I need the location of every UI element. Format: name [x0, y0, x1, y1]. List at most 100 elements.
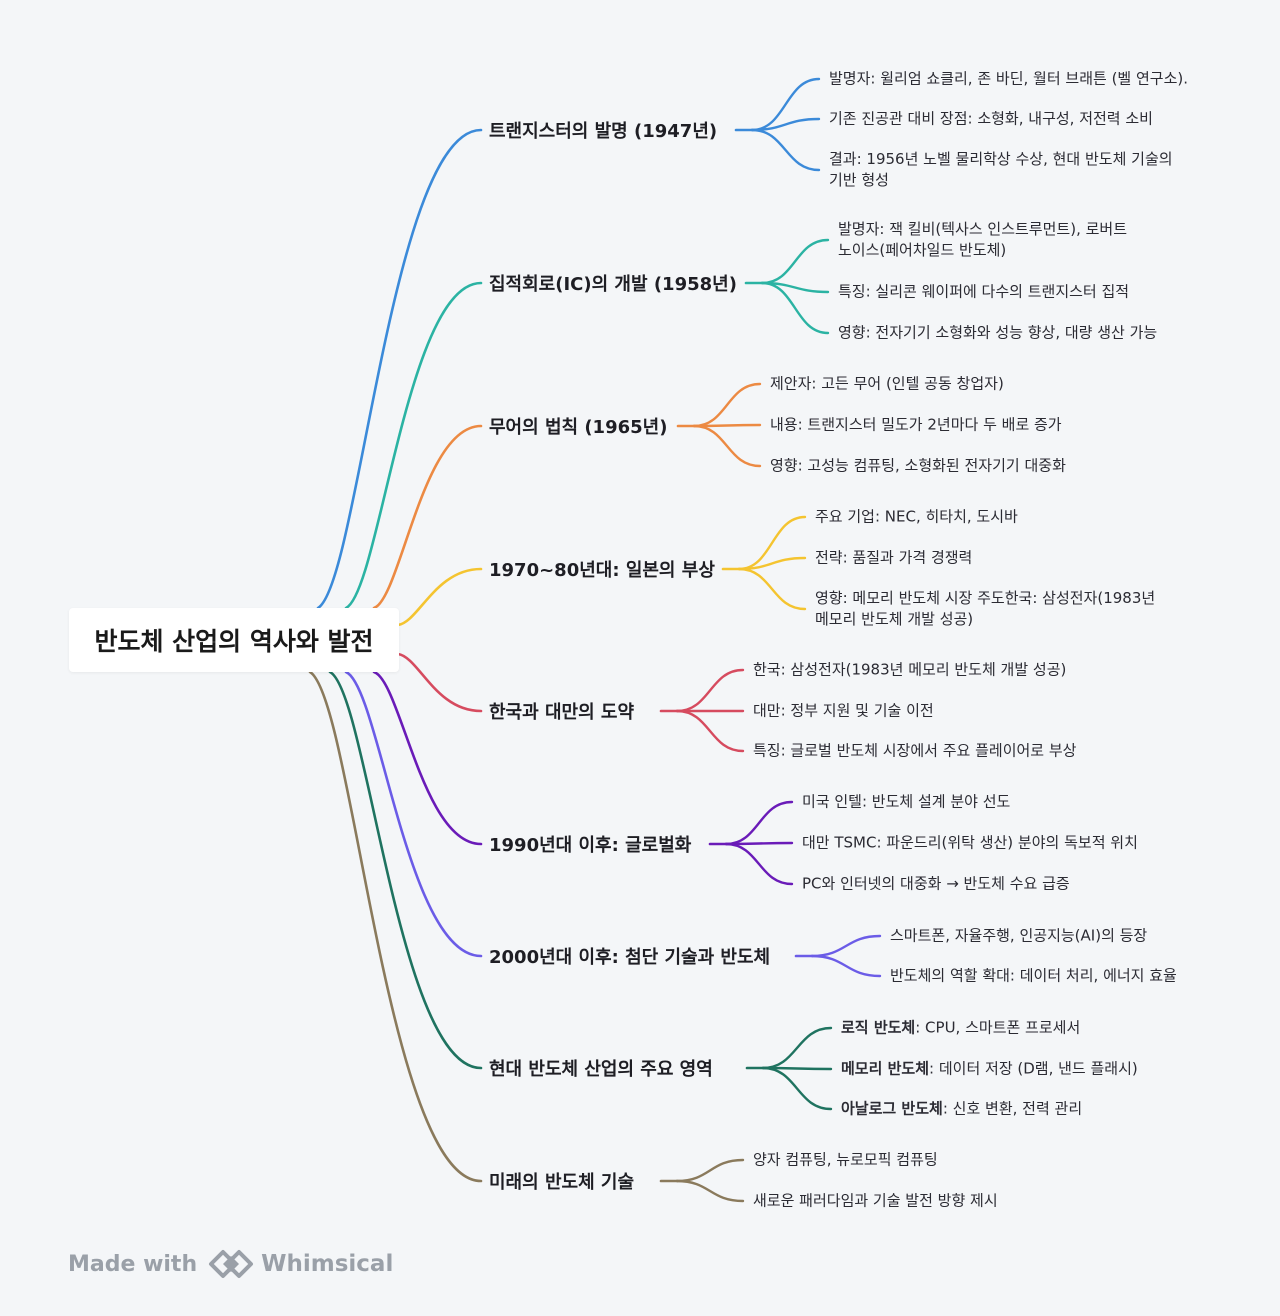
leaf-text: 반도체의 역할 확대: 데이터 처리, 에너지 효율	[890, 966, 1177, 985]
leaf-node[interactable]: 스마트폰, 자율주행, 인공지능(AI)의 등장	[890, 926, 1147, 947]
leaf-text: 특징: 실리콘 웨이퍼에 다수의 트랜지스터 집적	[838, 282, 1130, 301]
branch-label: 1970~80년대: 일본의 부상	[489, 560, 715, 581]
leaf-text: 양자 컴퓨팅, 뉴로모픽 컴퓨팅	[753, 1150, 938, 1169]
root-connector	[372, 424, 483, 610]
leaf-node[interactable]: 영향: 고성능 컴퓨팅, 소형화된 전자기기 대중화	[770, 456, 1066, 477]
leaf-text: : 데이터 저장 (D램, 낸드 플래시)	[929, 1059, 1138, 1078]
branch-label: 미래의 반도체 기술	[489, 1172, 635, 1193]
leaf-connector	[750, 117, 821, 132]
leaf-node[interactable]: 양자 컴퓨팅, 뉴로모픽 컴퓨팅	[753, 1150, 938, 1171]
leaf-text: 대만: 정부 지원 및 기술 이전	[753, 701, 934, 720]
branch-node[interactable]: 미래의 반도체 기술	[489, 1168, 634, 1194]
leaf-text: 기존 진공관 대비 장점: 소형화, 내구성, 저전력 소비	[829, 109, 1153, 128]
branch-node[interactable]: 2000년대 이후: 첨단 기술과 반도체	[489, 943, 770, 969]
leaf-node[interactable]: 발명자: 윌리엄 쇼클리, 존 바딘, 월터 브래튼 (벨 연구소).	[829, 69, 1188, 90]
leaf-connector	[760, 238, 830, 285]
leaf-text: : CPU, 스마트폰 프로세서	[915, 1018, 1081, 1037]
leaf-text-line2: 메모리 반도체 개발 성공)	[815, 610, 974, 628]
root-node[interactable]: 반도체 산업의 역사와 발전	[69, 608, 399, 672]
branch-node[interactable]: 현대 반도체 산업의 주요 영역	[489, 1055, 713, 1081]
leaf-connector	[692, 424, 762, 468]
leaf-node[interactable]: 기존 진공관 대비 장점: 소형화, 내구성, 저전력 소비	[829, 109, 1153, 130]
leaf-node[interactable]: 전략: 품질과 가격 경쟁력	[815, 548, 972, 569]
branch-node[interactable]: 1970~80년대: 일본의 부상	[489, 556, 715, 582]
leaf-text: 새로운 패러다임과 기술 발전 방향 제시	[753, 1191, 998, 1210]
root-connector	[344, 670, 483, 958]
leaf-connector	[810, 954, 882, 978]
leaf-node[interactable]: 미국 인텔: 반도체 설계 분야 선도	[802, 792, 1010, 813]
leaf-connector	[750, 128, 821, 172]
leaf-text: 특징: 글로벌 반도체 시장에서 주요 플레이어로 부상	[753, 741, 1077, 760]
root-connector	[372, 670, 483, 846]
leaf-node[interactable]: 로직 반도체: CPU, 스마트폰 프로세서	[841, 1018, 1080, 1039]
whimsical-logo-icon	[209, 1250, 254, 1278]
leaf-node[interactable]: 메모리 반도체: 데이터 저장 (D램, 낸드 플래시)	[841, 1059, 1138, 1080]
leaf-node[interactable]: 주요 기업: NEC, 히타치, 도시바	[815, 507, 1018, 528]
leaf-connector	[750, 77, 821, 132]
leaf-connector	[810, 934, 882, 958]
leaf-node[interactable]: 대만 TSMC: 파운드리(위탁 생산) 분야의 독보적 위치	[802, 833, 1138, 854]
leaf-connector	[724, 800, 794, 846]
leaf-text: 전략: 품질과 가격 경쟁력	[815, 548, 973, 567]
leaf-node[interactable]: 제안자: 고든 무어 (인텔 공동 창업자)	[770, 374, 1004, 395]
leaf-connector	[761, 1026, 833, 1070]
leaf-connector	[737, 556, 807, 571]
leaf-node[interactable]: 반도체의 역할 확대: 데이터 처리, 에너지 효율	[890, 966, 1177, 987]
leaf-connector	[692, 423, 762, 428]
leaf-text: 결과: 1956년 노벨 물리학상 수상, 현대 반도체 기술의	[829, 150, 1173, 168]
leaf-node[interactable]: 아날로그 반도체: 신호 변환, 전력 관리	[841, 1099, 1082, 1120]
leaf-text: 제안자: 고든 무어 (인텔 공동 창업자)	[770, 374, 1004, 393]
branch-node[interactable]: 트랜지스터의 발명 (1947년)	[489, 117, 717, 143]
leaf-node[interactable]: 한국: 삼성전자(1983년 메모리 반도체 개발 성공)	[753, 660, 1066, 681]
root-label: 반도체 산업의 역사와 발전	[94, 627, 374, 656]
leaf-connector	[737, 515, 807, 571]
leaf-text-line2: 기반 형성	[829, 171, 889, 189]
branch-node[interactable]: 집적회로(IC)의 개발 (1958년)	[489, 270, 737, 296]
leaf-text: 영향: 고성능 컴퓨팅, 소형화된 전자기기 대중화	[770, 456, 1066, 475]
leaf-node[interactable]: 새로운 패러다임과 기술 발전 방향 제시	[753, 1191, 998, 1212]
leaf-node[interactable]: 특징: 실리콘 웨이퍼에 다수의 트랜지스터 집적	[838, 282, 1129, 303]
leaf-text: 미국 인텔: 반도체 설계 분야 선도	[802, 792, 1011, 811]
leaf-text-line2: 노이스(페어차일드 반도체)	[838, 241, 1007, 259]
root-connector	[316, 128, 483, 610]
leaf-connector	[760, 281, 830, 335]
leaf-connector	[675, 668, 745, 713]
leaf-connector	[724, 842, 794, 886]
leaf-text: 영향: 전자기기 소형화와 성능 향상, 대량 생산 가능	[838, 323, 1158, 342]
leaf-node[interactable]: PC와 인터넷의 대중화 → 반도체 수요 급증	[802, 874, 1070, 895]
root-connector	[308, 670, 483, 1183]
leaf-node[interactable]: 특징: 글로벌 반도체 시장에서 주요 플레이어로 부상	[753, 741, 1076, 762]
branch-label: 트랜지스터의 발명 (1947년)	[489, 121, 718, 142]
branch-node[interactable]: 1990년대 이후: 글로벌화	[489, 831, 691, 857]
leaf-connector	[761, 1066, 833, 1111]
leaf-bold-term: 아날로그 반도체	[841, 1099, 943, 1118]
leaf-node[interactable]: 내용: 트랜지스터 밀도가 2년마다 두 배로 증가	[770, 415, 1062, 436]
branch-label: 1990년대 이후: 글로벌화	[489, 835, 692, 856]
branch-node[interactable]: 무어의 법칙 (1965년)	[489, 413, 667, 439]
leaf-connector	[675, 709, 745, 753]
leaf-connector	[737, 567, 807, 611]
leaf-connector	[675, 1179, 745, 1203]
leaf-text: PC와 인터넷의 대중화 → 반도체 수요 급증	[802, 874, 1070, 893]
leaf-text: 주요 기업: NEC, 히타치, 도시바	[815, 507, 1018, 526]
leaf-text: 영향: 메모리 반도체 시장 주도한국: 삼성전자(1983년	[815, 589, 1156, 607]
leaf-connector	[692, 382, 762, 428]
branch-label: 무어의 법칙 (1965년)	[489, 417, 668, 438]
root-connector	[344, 281, 483, 610]
whimsical-brand-label: Whimsical	[261, 1251, 394, 1277]
leaf-text: 발명자: 윌리엄 쇼클리, 존 바딘, 월터 브래튼 (벨 연구소).	[829, 69, 1189, 88]
leaf-text: 내용: 트랜지스터 밀도가 2년마다 두 배로 증가	[770, 415, 1062, 434]
leaf-bold-term: 로직 반도체	[841, 1018, 916, 1037]
leaf-text: 발명자: 잭 킬비(텍사스 인스트루먼트), 로버트	[838, 220, 1127, 238]
leaf-node[interactable]: 대만: 정부 지원 및 기술 이전	[753, 701, 934, 722]
leaf-node[interactable]: 영향: 전자기기 소형화와 성능 향상, 대량 생산 가능	[838, 323, 1157, 344]
branch-label: 2000년대 이후: 첨단 기술과 반도체	[489, 947, 771, 968]
root-connector	[328, 670, 483, 1070]
root-connector	[396, 652, 483, 713]
leaf-text: 대만 TSMC: 파운드리(위탁 생산) 분야의 독보적 위치	[802, 833, 1138, 852]
branch-node[interactable]: 한국과 대만의 도약	[489, 698, 634, 724]
